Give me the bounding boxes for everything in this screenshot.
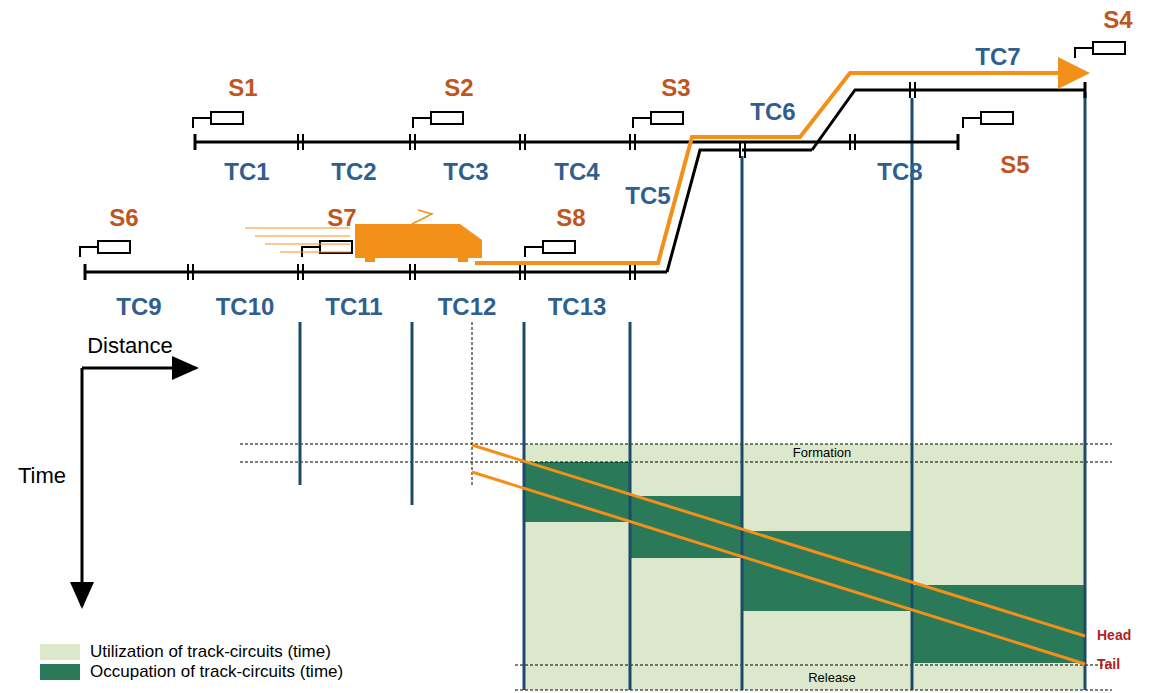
- signal-post: [963, 118, 981, 128]
- legend-text: Occupation of track-circuits (time): [90, 663, 343, 682]
- track-circuit-name: TC4: [554, 159, 599, 185]
- signal-post: [633, 118, 651, 128]
- signal-head: [651, 112, 683, 124]
- signal-name: S8: [556, 205, 585, 231]
- signal-head: [543, 241, 575, 253]
- legend-text: Utilization of track-circuits (time): [90, 643, 331, 662]
- signal-name: S4: [1103, 7, 1132, 33]
- signal-name: S2: [444, 75, 473, 101]
- track-circuit-name: TC5: [625, 183, 670, 209]
- signal-head: [320, 241, 352, 253]
- signal-name: S5: [1000, 152, 1029, 178]
- legend-swatch: [40, 664, 80, 680]
- axis-label: Time: [18, 464, 66, 488]
- signal-post: [80, 247, 98, 257]
- signal-name: S7: [327, 205, 356, 231]
- signal-post: [1075, 48, 1093, 58]
- signal-name: S6: [109, 205, 138, 231]
- signal-head: [98, 241, 130, 253]
- signal-head: [981, 112, 1013, 124]
- track-circuit-name: TC7: [975, 44, 1020, 70]
- phase-label: Release: [805, 671, 859, 685]
- track-circuit-name: TC8: [877, 159, 922, 185]
- track-circuit-name: TC2: [331, 159, 376, 185]
- track-circuit-name: TC1: [224, 159, 269, 185]
- phase-label: Formation: [790, 446, 855, 460]
- signal-head: [211, 112, 243, 124]
- signal-head: [431, 112, 463, 124]
- signal-name: S1: [228, 75, 257, 101]
- track-circuit-name: TC9: [116, 294, 161, 320]
- track-circuit-name: TC12: [438, 294, 497, 320]
- track-circuit-name: TC3: [443, 159, 488, 185]
- signal-post: [193, 118, 211, 128]
- signal-post: [413, 118, 431, 128]
- signal-name: S3: [661, 75, 690, 101]
- legend-swatch: [40, 644, 80, 660]
- track-circuit-name: TC10: [216, 294, 275, 320]
- signal-head: [1093, 42, 1125, 54]
- curve-label: Head: [1097, 628, 1131, 643]
- curve-label: Tail: [1097, 657, 1120, 672]
- signal-post: [525, 247, 543, 257]
- track-circuit-name: TC6: [750, 99, 795, 125]
- axis-label: Distance: [87, 334, 173, 358]
- track-circuit-name: TC11: [325, 294, 382, 320]
- track-circuit-name: TC13: [548, 294, 607, 320]
